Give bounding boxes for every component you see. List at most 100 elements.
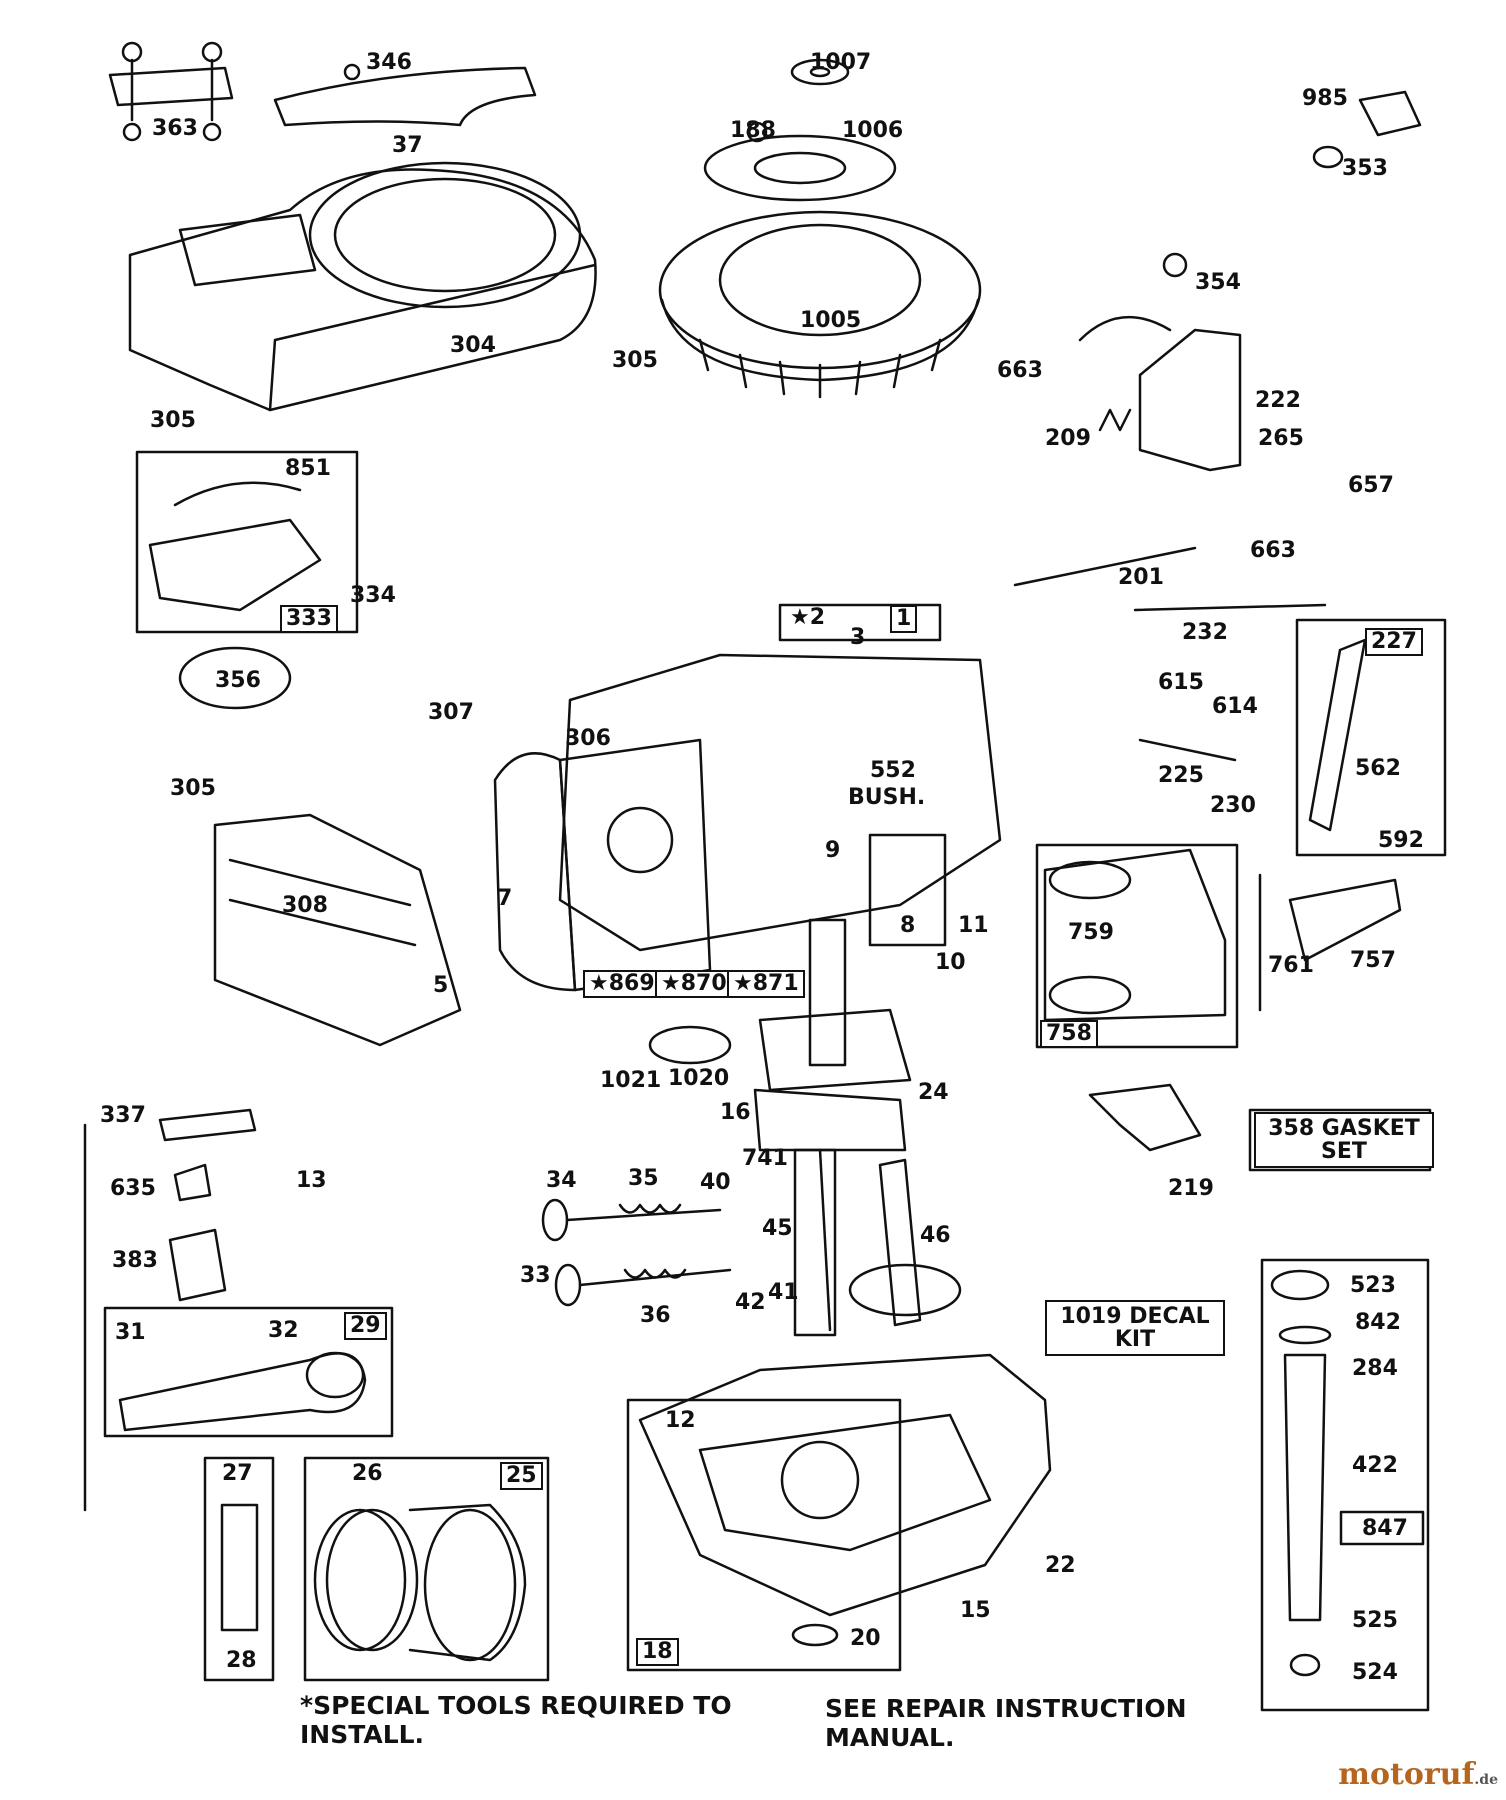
watermark-suffix: .de — [1474, 1772, 1498, 1788]
label-24: 24 — [918, 1080, 949, 1105]
gasket-set-label: 358 GASKET SET — [1254, 1112, 1434, 1169]
flywheel-1005 — [658, 58, 982, 399]
label-9: 9 — [825, 838, 841, 863]
cylinder-head-308 — [213, 813, 462, 1047]
label-28: 28 — [226, 1648, 257, 1673]
label-592: 592 — [1378, 828, 1424, 853]
link-232 — [1133, 603, 1327, 612]
label-20: 20 — [850, 1626, 881, 1651]
frame-227 — [1295, 618, 1447, 857]
label-847: 847 — [1362, 1516, 1408, 1541]
label-307: 307 — [428, 700, 474, 725]
armature-frame-333 — [135, 450, 359, 634]
label-25: 25 — [500, 1462, 543, 1490]
label-bush: BUSH. — [848, 785, 926, 810]
shaft-225 — [1138, 738, 1237, 762]
label-871: ★871 — [727, 970, 805, 998]
decal-kit-label: 1019 DECAL KIT — [1045, 1300, 1225, 1357]
governor-219 — [1088, 1083, 1202, 1152]
sump-base — [638, 1353, 1052, 1647]
watermark-logo: motoruf.de — [1338, 1757, 1498, 1792]
label-615: 615 — [1158, 670, 1204, 695]
rod-bore — [305, 1351, 365, 1399]
label-45: 45 — [762, 1216, 793, 1241]
label-663: 663 — [1250, 538, 1296, 563]
label-614: 614 — [1212, 694, 1258, 719]
label-305: 305 — [612, 348, 658, 373]
label-222: 222 — [1255, 388, 1301, 413]
label-219: 219 — [1168, 1176, 1214, 1201]
label-354: 354 — [1195, 270, 1241, 295]
special-tools-note: *SPECIAL TOOLS REQUIRED TO INSTALL. — [300, 1691, 732, 1749]
switch-985 — [1312, 90, 1422, 169]
label-35: 35 — [628, 1166, 659, 1191]
label-225: 225 — [1158, 763, 1204, 788]
label-32: 32 — [268, 1318, 299, 1343]
label-31: 31 — [115, 1320, 146, 1345]
label-759: 759 — [1068, 920, 1114, 945]
connecting-rod — [118, 1352, 367, 1432]
arm-757 — [1288, 878, 1402, 962]
piston-26 — [313, 1503, 527, 1662]
label-353: 353 — [1342, 156, 1388, 181]
label-422: 422 — [1352, 1453, 1398, 1478]
label-26: 26 — [352, 1461, 383, 1486]
label-232: 232 — [1182, 620, 1228, 645]
camshaft-46 — [848, 1158, 962, 1327]
label-1021: 1021 — [600, 1068, 662, 1093]
valve-34 — [541, 1198, 722, 1242]
label-741: 741 — [742, 1146, 788, 1171]
watermark-name: motoruf — [1338, 1757, 1475, 1792]
label-11: 11 — [958, 913, 989, 938]
label-337: 337 — [100, 1103, 146, 1128]
mounting-758 — [1043, 848, 1262, 1022]
plate-37 — [273, 63, 537, 127]
label-46: 46 — [920, 1223, 951, 1248]
dipstick-tube — [1270, 1269, 1332, 1677]
blower-housing-304 — [128, 161, 597, 412]
bracket-363 — [108, 41, 234, 142]
label-188: 188 — [730, 118, 776, 143]
label-16: 16 — [720, 1100, 751, 1125]
label-13: 13 — [296, 1168, 327, 1193]
frame-28 — [203, 1456, 275, 1682]
label-1: 1 — [890, 605, 918, 633]
label-552: 552 — [870, 758, 916, 783]
label-306: 306 — [565, 726, 611, 751]
label-12: 12 — [665, 1408, 696, 1433]
label-18: 18 — [636, 1638, 679, 1666]
label-304: 304 — [450, 333, 496, 358]
label-363: 363 — [152, 116, 198, 141]
label-1020: 1020 — [668, 1066, 730, 1091]
label-7: 7 — [497, 886, 513, 911]
label-346: 346 — [366, 50, 412, 75]
label-761: 761 — [1268, 953, 1314, 978]
label-33: 33 — [520, 1263, 551, 1288]
cylinder-block-1 — [493, 603, 1002, 992]
crankshaft-16 — [753, 918, 912, 1337]
ring-356 — [178, 646, 292, 710]
label-663: 663 — [997, 358, 1043, 383]
label-870: ★870 — [655, 970, 733, 998]
repair-manual-note: SEE REPAIR INSTRUCTION MANUAL. — [825, 1694, 1187, 1752]
label-15: 15 — [960, 1598, 991, 1623]
label-869: ★869 — [583, 970, 661, 998]
frame-758 — [1035, 843, 1239, 1049]
piston-pin — [220, 1503, 259, 1632]
link-201 — [1013, 546, 1197, 587]
label-227: 227 — [1365, 628, 1423, 656]
label-305: 305 — [170, 776, 216, 801]
label-525: 525 — [1352, 1608, 1398, 1633]
label-308: 308 — [282, 893, 328, 918]
label-758: 758 — [1040, 1020, 1098, 1048]
frame-dipstick — [1260, 1258, 1430, 1712]
label-1005: 1005 — [800, 308, 862, 333]
label-41: 41 — [768, 1280, 799, 1305]
label-40: 40 — [700, 1170, 731, 1195]
valve-33 — [554, 1263, 732, 1307]
label-10: 10 — [935, 950, 966, 975]
label-29: 29 — [344, 1312, 387, 1340]
label-305: 305 — [150, 408, 196, 433]
label-334: 334 — [350, 583, 396, 608]
